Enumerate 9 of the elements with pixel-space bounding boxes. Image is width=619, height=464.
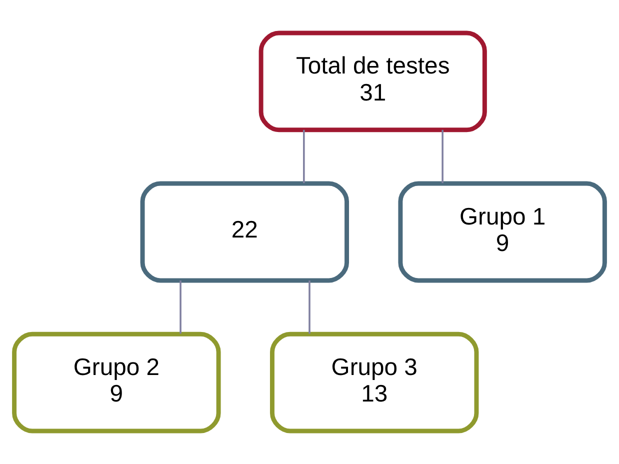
node-box: Grupo 1 9 (398, 181, 607, 283)
node-box: Total de testes 31 (258, 30, 487, 132)
connector (308, 280, 310, 334)
node-box: 22 (140, 181, 350, 283)
node-box: Grupo 3 13 (270, 332, 479, 434)
connector (442, 130, 444, 184)
connector (303, 130, 305, 184)
connector (180, 280, 182, 334)
node-box: Grupo 2 9 (12, 332, 221, 434)
